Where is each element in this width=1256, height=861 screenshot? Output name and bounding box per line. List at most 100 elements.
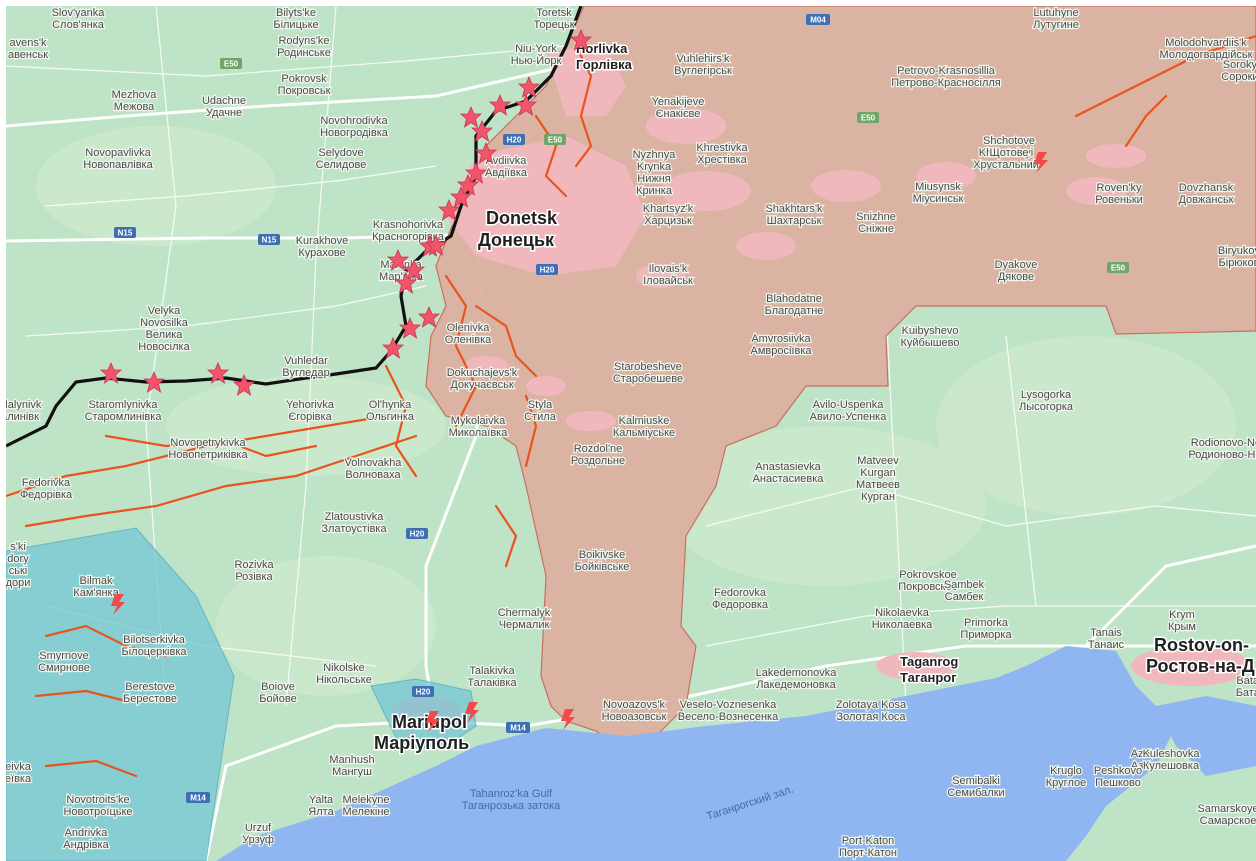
city-horlivka[interactable]: Horlivka Горлівка [575,40,635,74]
city-taganrog[interactable]: Taganrog Таганрог [899,653,960,687]
place-label-bataysk[interactable]: BatayskБатайск [1235,674,1256,700]
city-mariupol[interactable]: Mariupol Маріуполь [373,711,471,755]
city-donetsk[interactable]: Donetsk Донецьк [477,207,560,252]
city-rostov[interactable]: Rostov-on- Ростов-на-Д [1145,634,1256,678]
place-label-biriukove[interactable]: BiryukoveБірюкове [1217,244,1256,270]
place-label-sorokyne[interactable]: SorokyneСорокине [1220,58,1256,84]
place-label-malynivka[interactable]: Malynivkалинівк [6,398,43,424]
map-view[interactable]: M04 E50 E50 E50 E50 N15 N15 H20 H20 H20 … [6,6,1256,861]
map-canvas[interactable]: M04 E50 E50 E50 E50 N15 N15 H20 H20 H20 … [6,6,1256,861]
place-label-rodionovo[interactable]: Rodionovo-NesvetРодионово-Несвет [1187,436,1256,462]
